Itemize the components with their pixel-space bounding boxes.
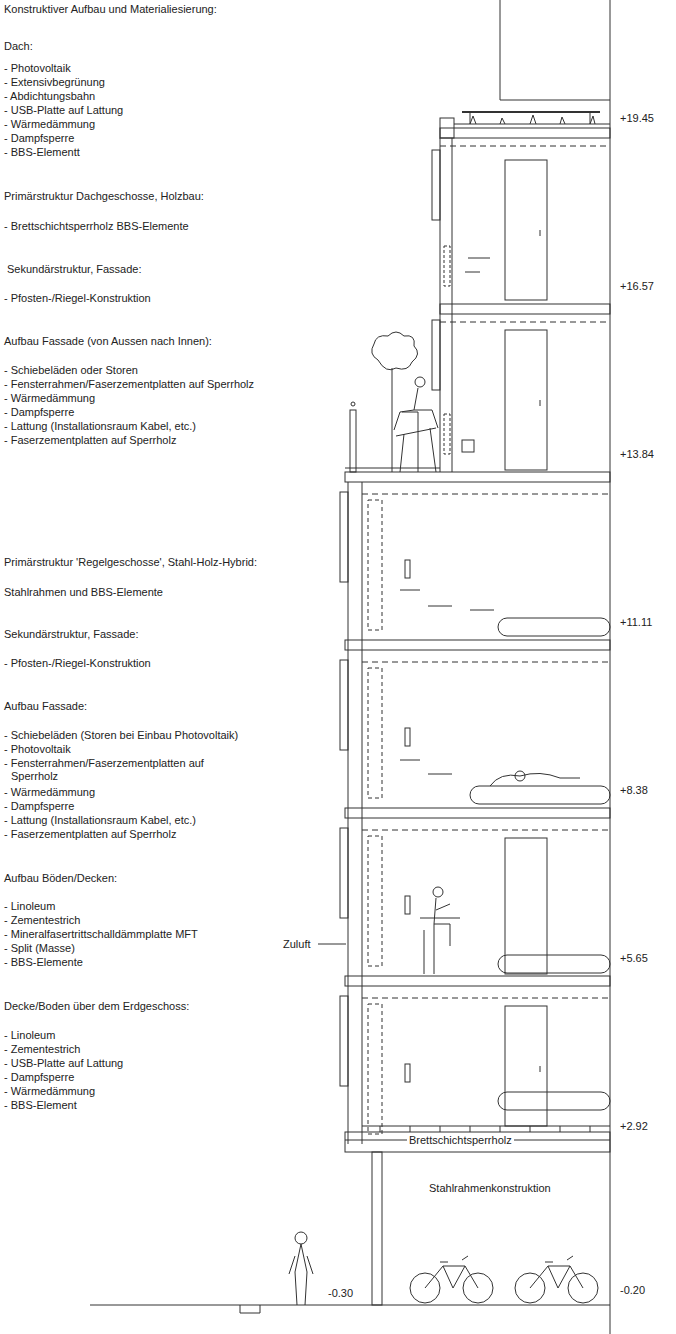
layer-item: - Schiebeläden (Storen bei Einbau Photov… — [4, 729, 238, 742]
section-heading: Decke/Boden über dem Erdgeschoss: — [4, 1000, 189, 1013]
level-mark: -0.30 — [328, 1287, 353, 1300]
part-label: Stahlrahmenkonstruktion — [429, 1182, 551, 1195]
level-mark: +2.92 — [620, 1120, 648, 1133]
layer-item: - Wärmedämmung — [4, 392, 95, 405]
layer-item: - Wärmedämmung — [4, 1085, 95, 1098]
section-heading: Primärstruktur 'Regelgeschosse', Stahl-H… — [4, 556, 257, 569]
section-heading: Dach: — [4, 40, 33, 53]
level-mark: +8.38 — [620, 784, 648, 797]
layer-item: - Photovoltaik — [4, 62, 71, 75]
layer-item: - Faserzementplatten auf Sperrholz — [4, 828, 176, 841]
drawing-title: Konstruktiver Aufbau und Materialiesieru… — [4, 3, 217, 16]
section-heading: Sekundärstruktur, Fassade: — [7, 263, 142, 276]
layer-item: - BBS-Elemente — [4, 956, 83, 969]
section-heading: Sekundärstruktur, Fassade: — [4, 628, 139, 641]
layer-item: - Lattung (Installationsraum Kabel, etc.… — [4, 814, 196, 827]
level-mark: +5.65 — [620, 952, 648, 965]
layer-item: - Abdichtungsbahn — [4, 90, 95, 103]
layer-item: - Linoleum — [4, 1029, 55, 1042]
layer-item: - Fensterrahmen/Faserzementplatten auf S… — [4, 757, 243, 783]
callout-label: Zuluft — [283, 938, 311, 951]
level-mark: +13.84 — [620, 448, 654, 461]
layer-item: - Extensivbegrünung — [4, 76, 105, 89]
layer-item: - Pfosten-/Riegel-Konstruktion — [4, 292, 151, 305]
section-heading: Aufbau Böden/Decken: — [4, 872, 117, 885]
layer-item: - Linoleum — [4, 900, 55, 913]
layer-item: - Zementestrich — [4, 1043, 80, 1056]
layer-item: - Dampfsperre — [4, 800, 74, 813]
layer-item: - Dampfsperre — [4, 1071, 74, 1084]
level-mark: -0.20 — [620, 1284, 645, 1297]
layer-item: - Brettschichtsperrholz BBS-Elemente — [4, 220, 189, 233]
layer-item: - Schiebeläden oder Storen — [4, 364, 138, 377]
layer-item: - Mineralfasertrittschalldämmplatte MFT — [4, 928, 198, 941]
layer-item: - Dampfsperre — [4, 132, 74, 145]
level-mark: +16.57 — [620, 280, 654, 293]
layer-item: Stahlrahmen und BBS-Elemente — [4, 586, 163, 599]
layer-item: - USB-Platte auf Lattung — [4, 1057, 123, 1070]
layer-item: - Zementestrich — [4, 914, 80, 927]
level-mark: +19.45 — [620, 112, 654, 125]
layer-item: - Pfosten-/Riegel-Konstruktion — [4, 657, 151, 670]
level-mark: +11.11 — [620, 616, 652, 629]
layer-item: - Wärmedämmung — [4, 118, 95, 131]
layer-item: - BBS-Element — [4, 1099, 77, 1112]
layer-item: - Lattung (Installationsraum Kabel, etc.… — [4, 420, 196, 433]
section-heading: Primärstruktur Dachgeschosse, Holzbau: — [4, 190, 204, 203]
layer-item: - Dampfsperre — [4, 406, 74, 419]
layer-item: - Faserzementplatten auf Sperrholz — [4, 434, 176, 447]
part-label: Brettschichtsperrholz — [407, 1134, 514, 1147]
layer-item: - Photovoltaik — [4, 743, 71, 756]
layer-item: - BBS-Elementt — [4, 146, 80, 159]
layer-item: - USB-Platte auf Lattung — [4, 104, 123, 117]
layer-item: - Split (Masse) — [4, 942, 75, 955]
section-heading: Aufbau Fassade: — [4, 700, 87, 713]
layer-item: - Fensterrahmen/Faserzementplatten auf S… — [4, 378, 254, 391]
layer-item: - Wärmedämmung — [4, 786, 95, 799]
section-heading: Aufbau Fassade (von Aussen nach Innen): — [4, 335, 212, 348]
